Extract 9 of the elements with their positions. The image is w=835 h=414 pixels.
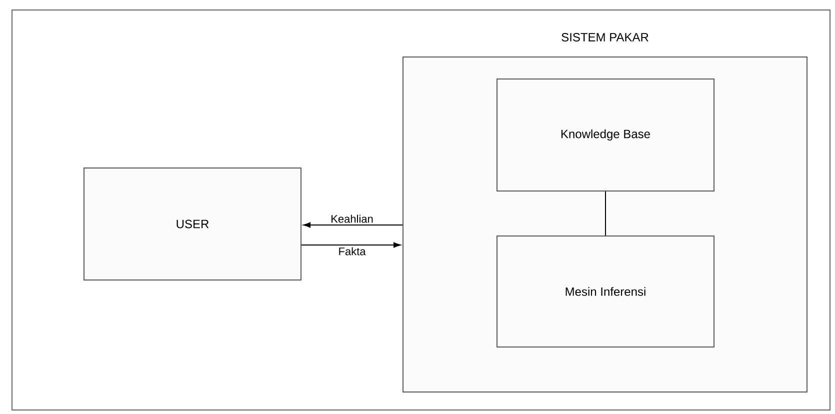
edge-label: Keahlian [332, 214, 373, 223]
process-box: Mesin Inferensi [496, 236, 714, 348]
arrow [301, 242, 401, 248]
connector-line [605, 191, 606, 236]
process-box: USER [84, 168, 302, 280]
edge-label: Fakta [339, 247, 366, 256]
arrow [303, 222, 403, 228]
node-label: SISTEM PAKAR [562, 32, 648, 42]
process-box: Knowledge Base [496, 78, 714, 192]
